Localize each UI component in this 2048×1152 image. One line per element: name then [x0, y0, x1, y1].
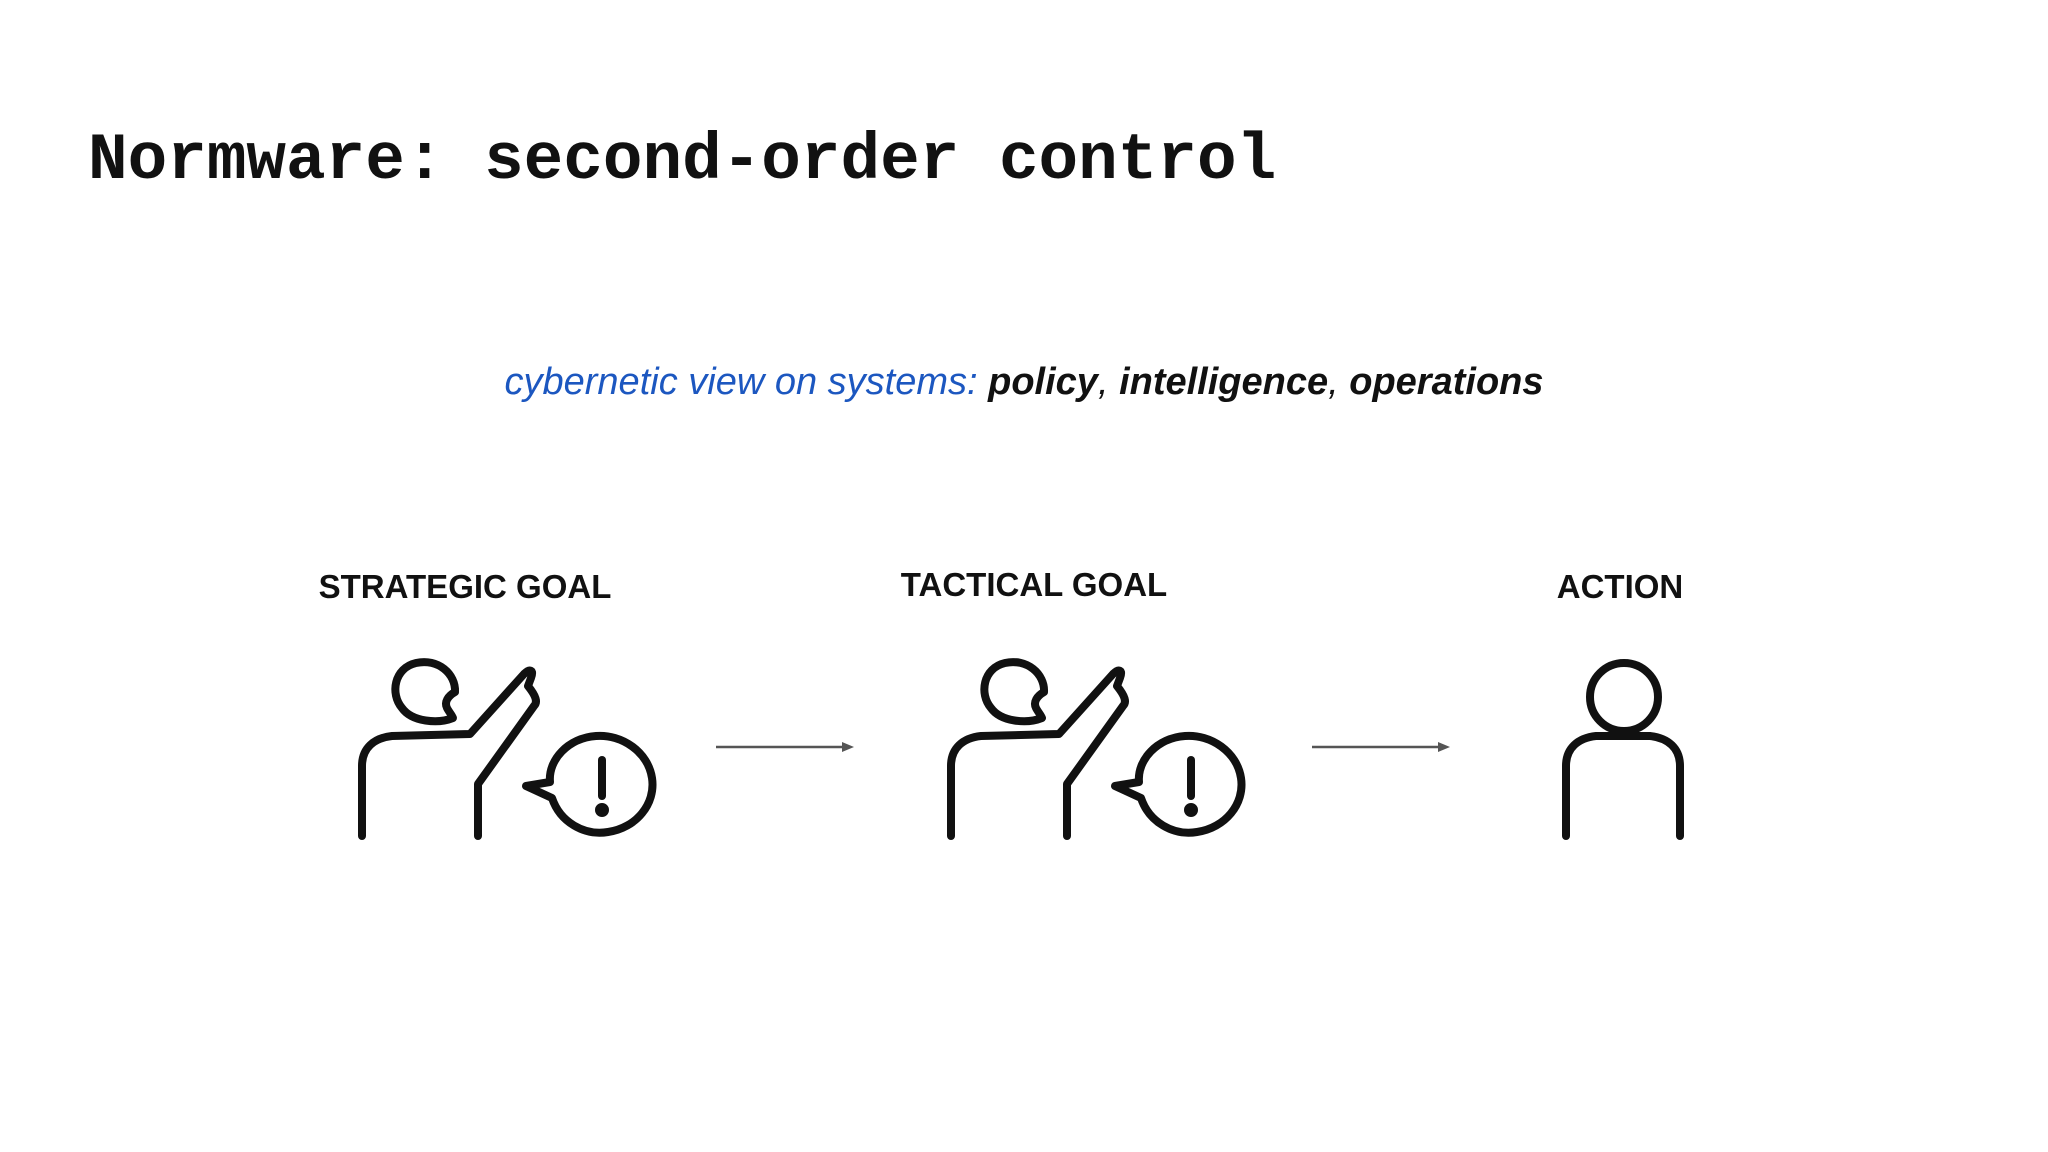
- stage-label-strategic-goal: STRATEGIC GOAL: [318, 568, 612, 605]
- slide-title: Normware: second-order control: [88, 123, 1277, 198]
- subtitle-term-policy: policy: [988, 361, 1098, 403]
- person-icon: [1558, 656, 1688, 841]
- arrow-right-icon: [714, 740, 856, 754]
- slide-subtitle: cybernetic view on systems: policy, inte…: [0, 360, 2048, 406]
- subtitle-separator: ,: [1097, 361, 1109, 403]
- arrow-right-icon: [1310, 740, 1452, 754]
- person-pointing-speech-alert-icon: [356, 656, 666, 841]
- person-pointing-speech-alert-icon: [945, 656, 1255, 841]
- subtitle-term-operations: operations: [1349, 361, 1544, 403]
- stage-label-action: ACTION: [1556, 568, 1684, 605]
- stage-label-tactical-goal: TACTICAL GOAL: [900, 566, 1168, 603]
- subtitle-lead: cybernetic view on systems:: [504, 361, 978, 403]
- subtitle-separator: ,: [1328, 361, 1339, 403]
- subtitle-term-intelligence: intelligence: [1119, 361, 1329, 403]
